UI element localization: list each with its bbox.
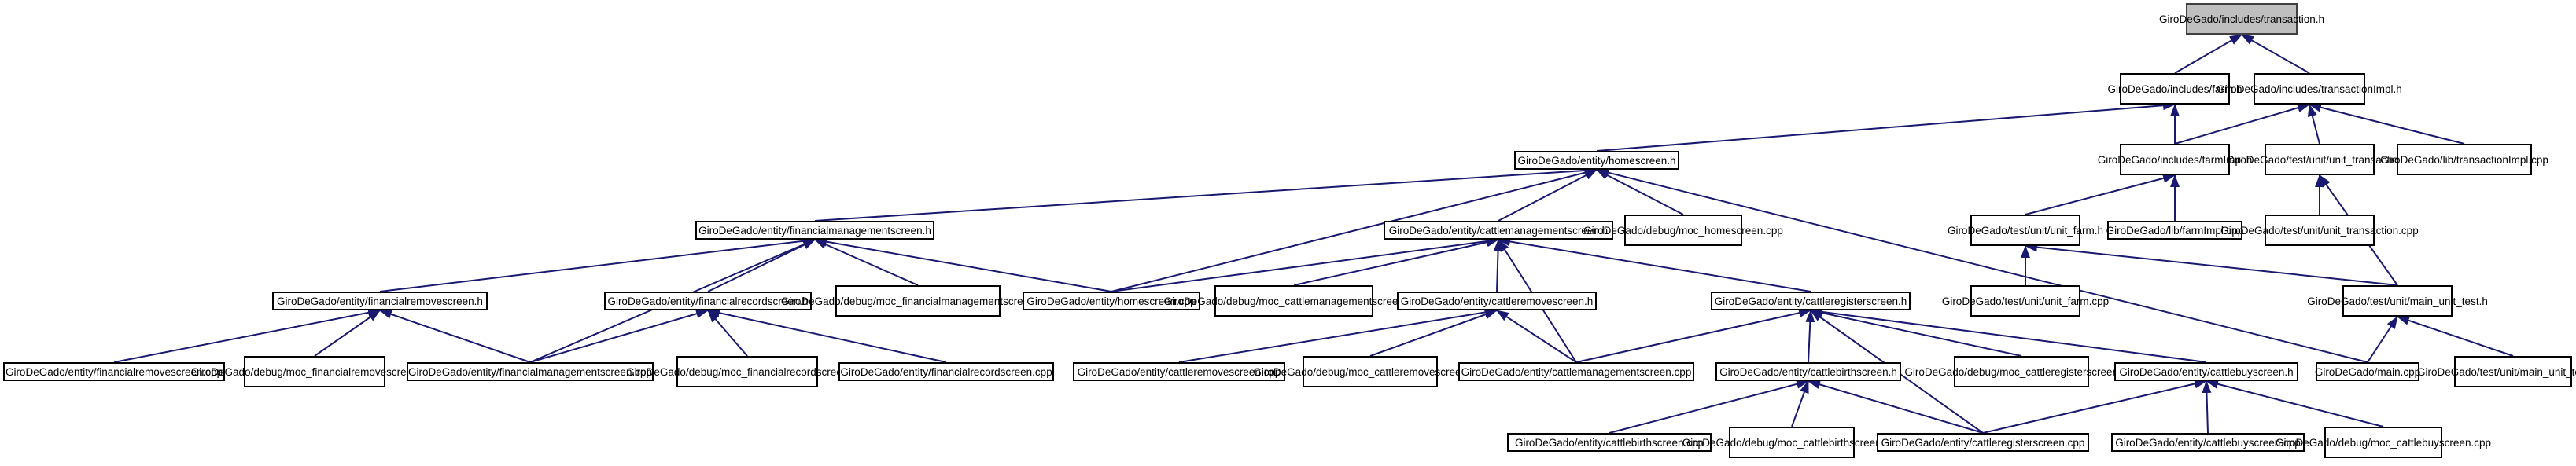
node-moc-financialrecordscreen-cpp[interactable]: GiroDeGado/debug/moc_financialrecordscre… <box>626 356 868 387</box>
edge-finremove_cpp-to-finremove_h <box>113 307 381 363</box>
node-cattlemanagementscreen-h[interactable]: GiroDeGado/entity/cattlemanagementscreen… <box>1384 221 1613 240</box>
node-farmimpl-h[interactable]: GiroDeGado/includes/farmImpl.h <box>2098 144 2252 175</box>
edge-cattlemgmt_cpp-to-cattleremove_h <box>1496 310 1577 363</box>
node-transaction-h: GiroDeGado/includes/transaction.h <box>2159 3 2324 35</box>
edge-moc_finmgmt-to-finmgmt_h <box>814 239 919 286</box>
edge-moc_finrecord-to-finrecord_h <box>707 310 748 357</box>
node-homescreen-h[interactable]: GiroDeGado/entity/homescreen.h <box>1514 151 1679 170</box>
node-financialremovescreen-cpp[interactable]: GiroDeGado/entity/financialremovescreen.… <box>3 362 225 381</box>
edge-homescreen_cpp-to-finmgmt_h <box>814 237 1112 292</box>
node-transactionimpl-h[interactable]: GiroDeGado/includes/transactionImpl.h <box>2217 73 2402 105</box>
node-moc-homescreen-cpp[interactable]: GiroDeGado/debug/moc_homescreen.cpp <box>1583 215 1783 246</box>
node-main-cpp[interactable]: GiroDeGado/main.cpp <box>2315 362 2420 381</box>
node-cattleregisterscreen-h[interactable]: GiroDeGado/entity/cattleregisterscreen.h <box>1711 292 1911 310</box>
edge-finmgmt_cpp-to-finremove_h <box>379 310 531 363</box>
edge-finmgmt_cpp-to-finrecord_h <box>529 309 709 363</box>
edge-main_cpp-to-main_unit_h <box>2367 316 2398 363</box>
edge-farm_h-to-transaction_h <box>2174 34 2242 74</box>
node-homescreen-cpp[interactable]: GiroDeGado/entity/homescreen.cpp <box>1023 292 1200 310</box>
edge-moc_cattlebuy-to-cattlebuy_h <box>2206 379 2384 427</box>
edge-cattlebirth_cpp-to-cattlebirth_h <box>1609 379 1809 434</box>
edge-moc_cattlebirth-to-cattlebirth_h <box>1791 380 1809 427</box>
edge-finremove_h-to-finmgmt_h <box>379 236 816 292</box>
node-unit-transaction-cpp[interactable]: GiroDeGado/test/unit/unit_transaction.cp… <box>2220 215 2419 246</box>
node-cattleremovescreen-h[interactable]: GiroDeGado/entity/cattleremovescreen.h <box>1397 292 1597 310</box>
edge-moc_finremove-to-finremove_h <box>314 310 381 357</box>
edge-unit_trans_h-to-transimpl_h <box>2307 104 2320 145</box>
node-cattlebirthscreen-cpp[interactable]: GiroDeGado/entity/cattlebirthscreen.cpp <box>1507 433 1712 452</box>
edge-homescreen_cpp-to-homescreen_h <box>1111 167 1598 292</box>
edge-unit_farm_h-to-farmimpl_h <box>2025 174 2176 215</box>
edge-moc_cattlemgmt-to-cattlemgmt_h <box>1293 237 1499 286</box>
node-moc-cattlebuyscreen-cpp[interactable]: GiroDeGado/debug/moc_cattlebuyscreen.cpp <box>2276 427 2491 458</box>
node-cattleregisterscreen-cpp[interactable]: GiroDeGado/entity/cattleregisterscreen.c… <box>1877 433 2089 452</box>
edge-transimpl_h-to-transaction_h <box>2241 34 2310 74</box>
edge-main_unit_cpp-to-main_unit_h <box>2397 316 2514 357</box>
node-moc-cattlemanagementscreen-cpp[interactable]: GiroDeGado/debug/moc_cattlemanagementscr… <box>1164 285 1424 317</box>
node-unit-transaction-h[interactable]: GiroDeGado/test/unit/unit_transaction.h <box>2226 144 2413 175</box>
edge-finrecord_cpp-to-finrecord_h <box>707 308 947 363</box>
node-moc-cattlebirthscreen-cpp[interactable]: GiroDeGado/debug/moc_cattlebirthscreen.c… <box>1682 427 1901 458</box>
edge-finrecord_h-to-finmgmt_h <box>707 239 816 292</box>
edge-cattlereg_cpp-to-cattlebuy_h <box>1982 379 2207 434</box>
node-financialrecordscreen-h[interactable]: GiroDeGado/entity/financialrecordscreen.… <box>604 292 812 310</box>
edge-cattleremove_h-to-cattlemgmt_h <box>1493 239 1503 292</box>
edge-homescreen_cpp-to-cattlemgmt_h <box>1111 237 1499 292</box>
node-farm-h[interactable]: GiroDeGado/includes/farm.h <box>2107 73 2242 105</box>
edge-farmimpl_h-to-transimpl_h <box>2174 103 2310 145</box>
edge-cattlemgmt_h-to-homescreen_h <box>1498 169 1598 222</box>
node-financialrecordscreen-cpp[interactable]: GiroDeGado/entity/financialrecordscreen.… <box>838 362 1054 381</box>
edge-lib_transimpl-to-transimpl_h <box>2309 102 2465 145</box>
edge-main_unit_h-to-unit_farm_h <box>2025 242 2398 286</box>
edge-moc_cattleremove-to-cattleremove_h <box>1369 310 1498 357</box>
node-main-unit-test-h[interactable]: GiroDeGado/test/unit/main_unit_test.h <box>2307 285 2488 317</box>
edge-cattlebuy_h-to-cattlereg_h <box>1810 307 2207 363</box>
edge-cattlereg_cpp-to-cattlebirth_h <box>1808 380 1984 434</box>
edge-main_cpp-to-homescreen_h <box>1596 167 2368 363</box>
edge-cattlereg_h-to-cattlemgmt_h <box>1498 237 1811 292</box>
node-cattlebuyscreen-cpp[interactable]: GiroDeGado/entity/cattlebuyscreen.cpp <box>2111 433 2305 452</box>
edge-finmgmt_h-to-homescreen_h <box>814 165 1598 222</box>
node-main-unit-test-cpp[interactable]: GiroDeGado/test/unit/main_unit_test.cpp <box>2417 356 2576 387</box>
edge-cattlebuy_cpp-to-cattlebuy_h <box>2202 380 2212 434</box>
node-unit-farm-cpp[interactable]: GiroDeGado/test/unit/unit_farm.cpp <box>1942 285 2109 317</box>
node-moc-financialmanagementscreen-cpp[interactable]: GiroDeGado/debug/moc_financialmanagement… <box>781 285 1055 317</box>
edge-moc_home-to-homescreen_h <box>1596 169 1684 215</box>
edge-moc_cattlereg-to-cattlereg_h <box>1810 308 2022 357</box>
node-financialmanagementscreen-cpp[interactable]: GiroDeGado/entity/financialmanagementscr… <box>407 362 654 381</box>
node-lib-farmimpl-cpp[interactable]: GiroDeGado/lib/farmImpl.cpp <box>2106 221 2243 240</box>
node-cattlemanagementscreen-cpp[interactable]: GiroDeGado/entity/cattlemanagementscreen… <box>1458 362 1694 381</box>
edge-cattlebirth_h-to-cattlereg_h <box>1805 310 1815 363</box>
node-moc-cattleremovescreen-cpp[interactable]: GiroDeGado/debug/moc_cattleremovescreen.… <box>1253 356 1487 387</box>
node-moc-cattleregisterscreen-cpp[interactable]: GiroDeGado/debug/moc_cattleregisterscree… <box>1904 356 2139 387</box>
node-cattleremovescreen-cpp[interactable]: GiroDeGado/entity/cattleremovescreen.cpp <box>1073 362 1285 381</box>
node-cattlebirthscreen-h[interactable]: GiroDeGado/entity/cattlebirthscreen.h <box>1715 362 1901 381</box>
node-cattlebuyscreen-h[interactable]: GiroDeGado/entity/cattlebuyscreen.h <box>2114 362 2298 381</box>
node-unit-farm-h[interactable]: GiroDeGado/test/unit/unit_farm.h <box>1948 215 2103 246</box>
node-financialmanagementscreen-h[interactable]: GiroDeGado/entity/financialmanagementscr… <box>695 221 934 240</box>
edge-cattleremove_cpp-to-cattleremove_h <box>1178 307 1498 363</box>
edge-cattlemgmt_cpp-to-cattlereg_h <box>1575 308 1811 363</box>
node-moc-financialremovescreen-cpp[interactable]: GiroDeGado/debug/moc_financialremovescre… <box>191 356 438 387</box>
node-financialremovescreen-h[interactable]: GiroDeGado/entity/financialremovescreen.… <box>272 292 488 310</box>
edge-homescreen_h-to-farm_h <box>1596 101 2176 152</box>
